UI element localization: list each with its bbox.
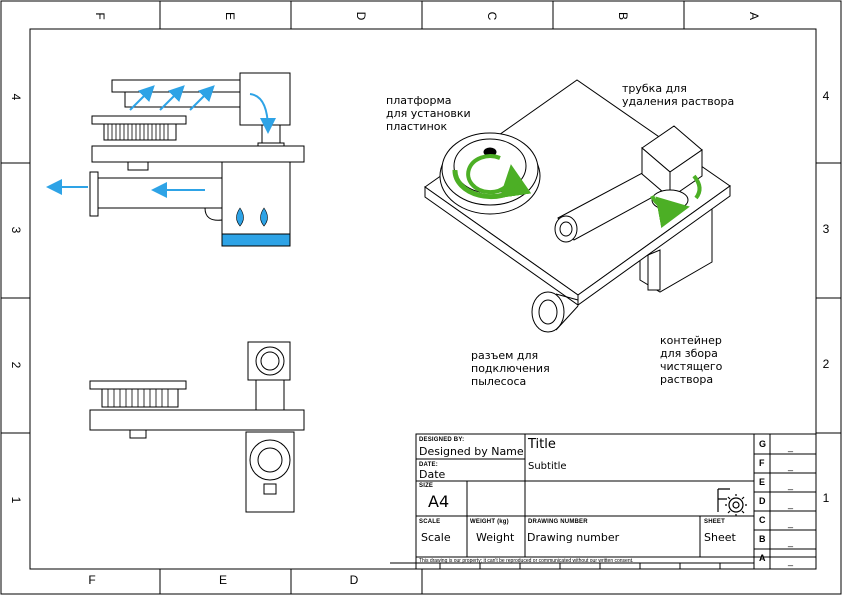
weight-value: Weight bbox=[476, 531, 515, 544]
revision-letter: A bbox=[759, 553, 766, 563]
zone-left-2: 2 bbox=[9, 362, 23, 369]
revision-letter: B bbox=[759, 534, 766, 544]
zone-top-a: A bbox=[747, 12, 761, 20]
zone-bottom-f: F bbox=[88, 573, 95, 587]
side-view bbox=[89, 72, 305, 247]
revision-letter: C bbox=[759, 515, 766, 525]
zone-bottom-d: D bbox=[350, 573, 359, 587]
sheet-value: Sheet bbox=[704, 531, 736, 544]
confidentiality-notice: This drawing is our property; it can't b… bbox=[419, 558, 634, 564]
weight-label: WEIGHT (kg) bbox=[470, 519, 509, 525]
drawing-number-label: DRAWING NUMBER bbox=[528, 519, 588, 525]
date-value: Date bbox=[419, 468, 446, 481]
designed-by-label: DESIGNED BY: bbox=[419, 437, 465, 443]
revision-value: _ bbox=[788, 537, 794, 547]
zone-right-3: 3 bbox=[823, 222, 830, 236]
revision-value: _ bbox=[788, 556, 794, 566]
revision-letter: G bbox=[759, 439, 767, 449]
zone-top-c: C bbox=[485, 12, 499, 21]
size-label: SIZE bbox=[419, 483, 434, 489]
title-block bbox=[390, 433, 817, 570]
revision-value: _ bbox=[788, 480, 794, 490]
drawing-number-value: Drawing number bbox=[527, 531, 620, 544]
title-value: Title bbox=[528, 437, 556, 452]
subtitle-value: Subtitle bbox=[528, 461, 567, 472]
drop-icon bbox=[236, 207, 268, 227]
size-value: A4 bbox=[428, 492, 450, 511]
revision-letter: F bbox=[759, 458, 765, 468]
zone-bottom-e: E bbox=[219, 573, 227, 587]
callout-connector: разъем для подключения пылесоса bbox=[471, 349, 550, 388]
gear-logo-icon bbox=[717, 488, 747, 516]
date-label: DATE: bbox=[419, 462, 438, 468]
revision-letter: E bbox=[759, 477, 766, 487]
designed-by-value: Designed by Name bbox=[419, 445, 524, 458]
rotation-arrows bbox=[452, 154, 702, 229]
zone-top-d: D bbox=[354, 12, 368, 21]
zone-top-e: E bbox=[223, 12, 237, 20]
callout-container: контейнер для збора чистящего раствора bbox=[660, 334, 723, 386]
zone-right-4: 4 bbox=[823, 89, 830, 103]
scale-label: SCALE bbox=[419, 519, 441, 525]
zone-right-2: 2 bbox=[823, 357, 830, 371]
callout-platform: платформа для установки пластинок bbox=[386, 94, 471, 133]
revision-letter: D bbox=[759, 496, 766, 506]
revision-value: _ bbox=[788, 461, 794, 471]
zone-left-3: 3 bbox=[9, 227, 23, 234]
zone-right-1: 1 bbox=[823, 491, 830, 505]
zone-top-f: F bbox=[93, 12, 107, 19]
zone-left-4: 4 bbox=[9, 94, 23, 101]
isometric-view bbox=[424, 79, 731, 333]
scale-value: Scale bbox=[421, 531, 451, 544]
flow-arrows-side bbox=[46, 85, 276, 198]
zone-top-b: B bbox=[616, 12, 630, 20]
sheet-label: SHEET bbox=[704, 519, 726, 525]
callout-tube: трубка для удаления раствора bbox=[622, 82, 735, 108]
revision-value: _ bbox=[788, 518, 794, 528]
zone-left-1: 1 bbox=[9, 497, 23, 504]
revision-value: _ bbox=[788, 499, 794, 509]
front-view bbox=[89, 341, 305, 513]
revision-value: _ bbox=[788, 442, 794, 452]
